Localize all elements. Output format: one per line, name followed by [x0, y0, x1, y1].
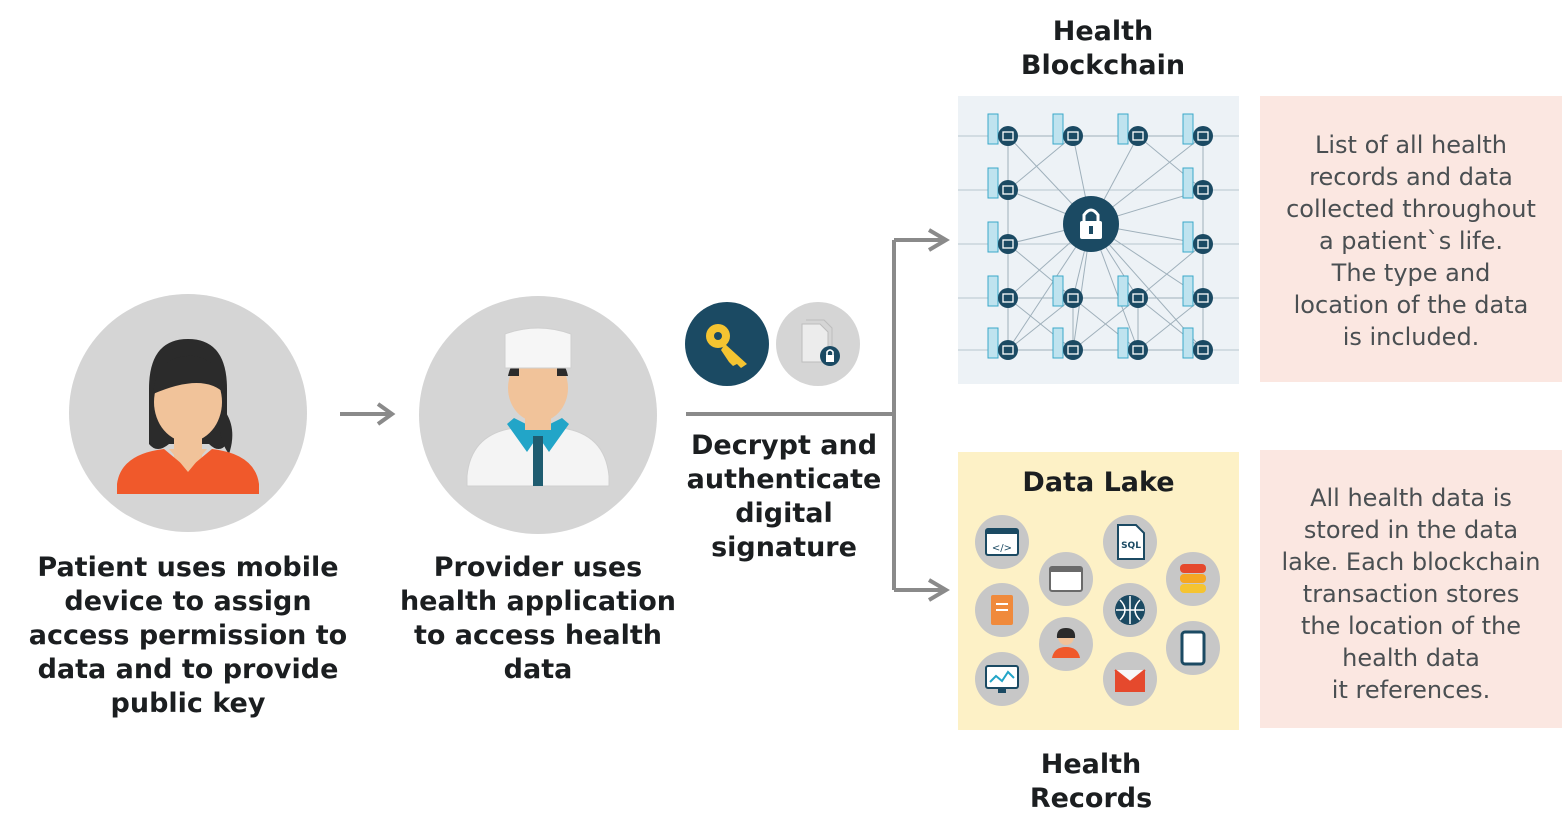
database-icon [1166, 552, 1220, 606]
blockchain-note-line: The type and [1331, 259, 1491, 287]
blockchain-node-icon [1052, 327, 1083, 360]
lock-icon [1063, 196, 1119, 252]
provider-caption-line: Provider uses [433, 552, 643, 583]
blockchain-note-line: records and data [1309, 163, 1513, 191]
data-lake-note: All health data is stored in the data la… [1260, 450, 1562, 728]
mail-icon [1103, 652, 1157, 706]
patient-caption-line: access permission to [28, 620, 348, 651]
data-lake-note-line: the location of the [1300, 612, 1522, 640]
blockchain-note-line: List of all health [1315, 131, 1507, 159]
blockchain-node-icon [1182, 275, 1213, 308]
globe-icon [1103, 583, 1157, 637]
decrypt-caption-line: digital [735, 498, 833, 529]
patient-caption-line: data and to provide [37, 654, 339, 685]
blockchain-note-line: location of the data [1293, 291, 1529, 319]
browser-window-icon [1039, 552, 1093, 606]
blockchain-node-icon [987, 167, 1018, 200]
provider-caption: Provider uses health application to acce… [388, 551, 688, 687]
svg-text:SQL: SQL [1121, 541, 1141, 551]
provider-caption-line: health application [399, 586, 677, 617]
blockchain-node-icon [987, 221, 1018, 254]
blockchain-node-icon [987, 113, 1018, 146]
arrow-right-icon [340, 402, 396, 426]
health-records-title: Health Records [966, 748, 1216, 816]
notebook-icon [975, 583, 1029, 637]
key-icon [685, 302, 769, 386]
blockchain-note: List of all health records and data coll… [1260, 96, 1562, 382]
network-link [1007, 135, 1074, 191]
blockchain-node-icon [987, 275, 1018, 308]
data-lake-note-line: it references. [1331, 676, 1491, 704]
user-icon [1039, 617, 1093, 671]
blockchain-title-line: Blockchain [1020, 50, 1186, 81]
tablet-icon [1166, 621, 1220, 675]
network-link [1137, 297, 1204, 351]
blockchain-note-line: collected throughout [1286, 195, 1536, 223]
patient-caption-line: Patient uses mobile [37, 552, 339, 583]
decrypt-caption-line: authenticate [686, 464, 882, 495]
svg-text:</>: </> [992, 543, 1012, 554]
network-link [1007, 297, 1074, 351]
patient-caption-line: public key [110, 688, 266, 719]
locked-document-icon [776, 302, 860, 386]
blockchain-title: Health Blockchain [978, 15, 1228, 83]
blockchain-node-icon [1182, 327, 1213, 360]
data-lake-title: Data Lake [1022, 467, 1175, 498]
blockchain-note-line: a patient`s life. [1318, 227, 1504, 255]
data-lake-note-line: health data [1342, 644, 1480, 672]
branch-connector [686, 228, 950, 602]
blockchain-node-icon [1117, 275, 1148, 308]
blockchain-node-icon [1182, 167, 1213, 200]
doctor-icon [466, 327, 610, 487]
blockchain-network-diagram [958, 113, 1239, 360]
health-records-title-line: Records [1029, 783, 1153, 814]
sql-file-icon: SQL [1103, 515, 1157, 569]
data-lake-note-line: lake. Each blockchain [1281, 548, 1541, 576]
decrypt-caption-line: signature [711, 532, 857, 563]
blockchain-node-icon [1052, 275, 1083, 308]
data-lake-note-line: transaction stores [1302, 580, 1520, 608]
decrypt-caption: Decrypt and authenticate digital signatu… [670, 429, 898, 565]
blockchain-node-icon [1117, 327, 1148, 360]
provider-caption-line: to access health [413, 620, 663, 651]
network-link [1072, 297, 1139, 351]
blockchain-title-line: Health [1052, 16, 1154, 47]
blockchain-node-icon [1182, 113, 1213, 146]
blockchain-node-icon [1182, 221, 1213, 254]
patient-caption: Patient uses mobile device to assign acc… [28, 551, 348, 721]
patient-caption-line: device to assign [64, 586, 312, 617]
monitor-icon [975, 652, 1029, 706]
blockchain-note-line: is included. [1342, 323, 1480, 351]
blockchain-node-icon [987, 327, 1018, 360]
health-records-title-line: Health [1040, 749, 1142, 780]
blockchain-node-icon [1117, 113, 1148, 146]
data-lake-note-line: All health data is [1310, 484, 1512, 512]
data-lake-note-line: stored in the data [1303, 516, 1519, 544]
provider-caption-line: data [503, 654, 573, 685]
blockchain-node-icon [1052, 113, 1083, 146]
code-window-icon: </> [975, 515, 1029, 569]
patient-icon [117, 339, 259, 494]
data-lake-icons: </> SQL [975, 515, 1220, 706]
decrypt-caption-line: Decrypt and [690, 430, 878, 461]
